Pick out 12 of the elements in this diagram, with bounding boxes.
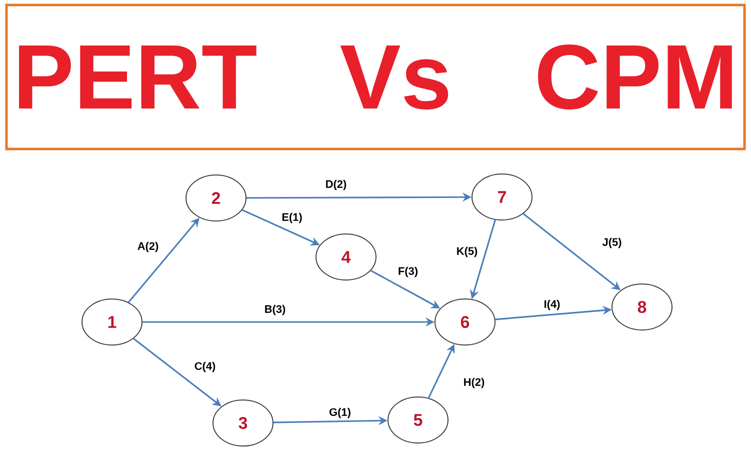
edge-label: H(2) <box>464 378 484 388</box>
edge-label: A(2) <box>138 242 158 252</box>
edge-label: C(4) <box>194 362 216 372</box>
edge-label: J(5) <box>602 238 622 248</box>
edge-label: D(2) <box>326 180 346 190</box>
edge-label: K(5) <box>457 246 478 258</box>
edge-label: G(1) <box>330 408 350 418</box>
edge-label: F(3) <box>398 266 418 278</box>
title-banner: PERT Vs CPM <box>5 4 746 150</box>
edge-label: B(3) <box>265 304 286 316</box>
edge-label: E(1) <box>282 212 302 224</box>
edge-label: I(4) <box>544 300 560 310</box>
